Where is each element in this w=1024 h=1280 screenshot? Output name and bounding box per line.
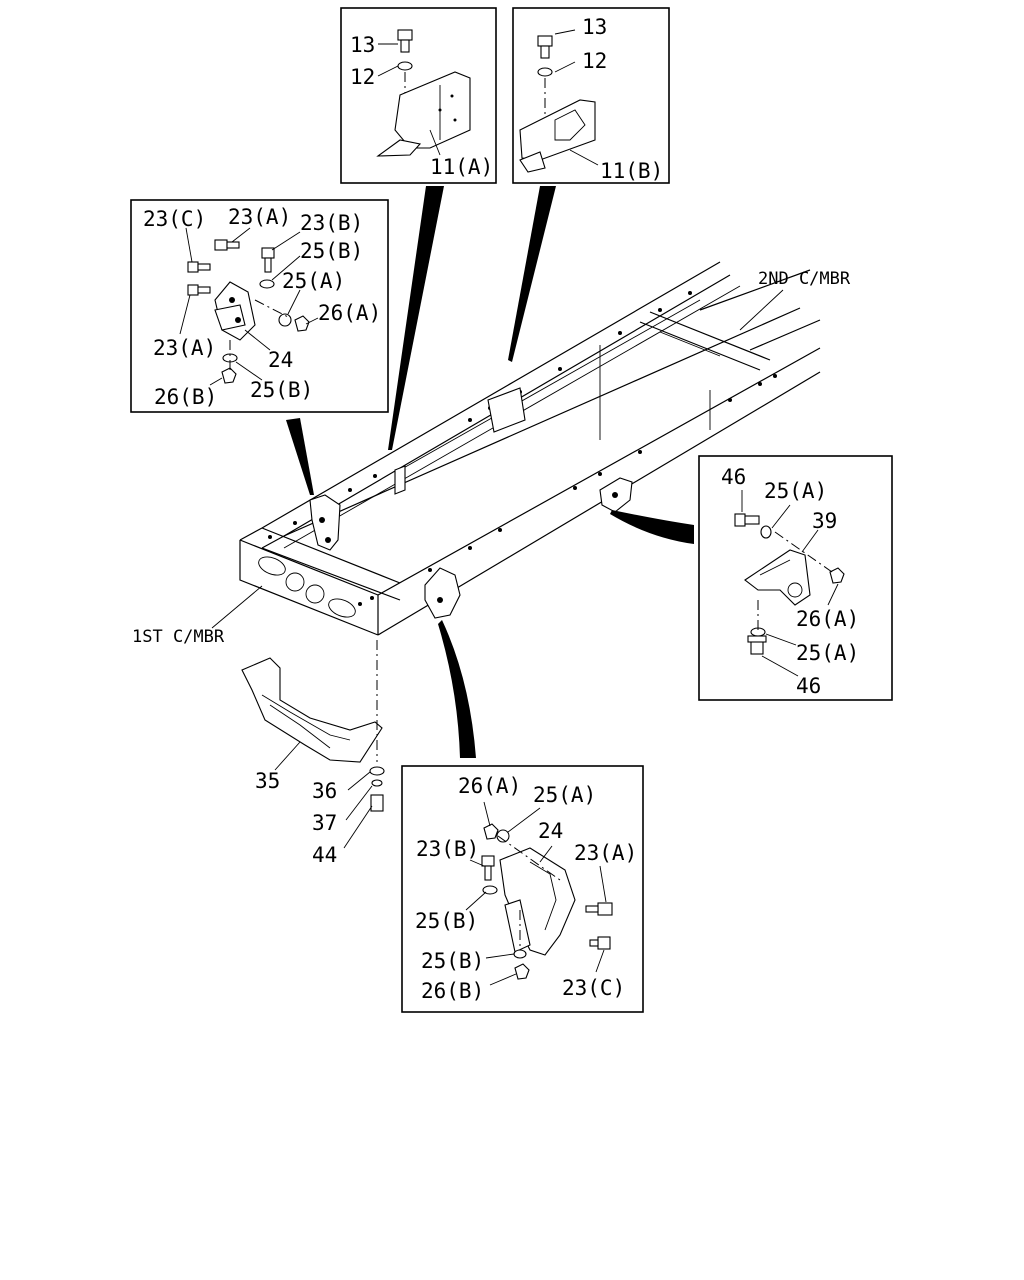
frame-bracket-left — [309, 494, 341, 551]
detail-box-bottom-bracket — [401, 765, 644, 1013]
label-11a-bracket: 11(A) — [430, 155, 493, 179]
label-right-washer-bottom: 25(A) — [796, 641, 859, 665]
label-bottom-bolt-b: 23(B) — [416, 837, 479, 861]
label-left-bracket: 24 — [268, 348, 293, 372]
label-bottom-washer-b-low: 25(B) — [421, 949, 484, 973]
label-left-nut-b: 26(B) — [154, 385, 217, 409]
label-left-bolt-c: 23(C) — [143, 207, 206, 231]
label-left-washer-b-bottom: 25(B) — [250, 378, 313, 402]
first-cross-member-label: 1ST C/MBR — [132, 627, 225, 647]
label-11a-washer: 12 — [350, 65, 375, 89]
label-left-bolt-a-top: 23(A) — [228, 205, 291, 229]
label-left-washer-a: 25(A) — [282, 269, 345, 293]
label-left-bolt-a-left: 23(A) — [153, 336, 216, 360]
label-skid-washer-2: 37 — [312, 811, 337, 835]
label-skid-bolt: 44 — [312, 843, 337, 867]
label-right-nut: 26(A) — [796, 607, 859, 631]
chassis-frame — [239, 261, 821, 636]
second-cross-member-label: 2ND C/MBR — [758, 269, 851, 289]
label-skid-plate: 35 — [255, 769, 280, 793]
skid-plate-assembly — [211, 289, 784, 849]
label-bottom-washer-a: 25(A) — [533, 783, 596, 807]
detail-box-left-bracket — [130, 199, 389, 413]
frame-bracket-center — [424, 567, 461, 619]
detail-box-11b — [512, 7, 670, 184]
label-left-washer-b-top: 25(B) — [300, 239, 363, 263]
label-bottom-bolt-c: 23(C) — [562, 976, 625, 1000]
detail-box-right-bracket — [698, 455, 893, 701]
label-bottom-bolt-a: 23(A) — [574, 841, 637, 865]
label-11a-bolt: 13 — [350, 33, 375, 57]
callout-leaders — [286, 186, 694, 758]
label-right-washer-top: 25(A) — [764, 479, 827, 503]
label-right-bolt-top: 46 — [721, 465, 746, 489]
label-11b-bracket: 11(B) — [600, 159, 663, 183]
frame-bracket-right — [599, 477, 633, 513]
label-bottom-nut-b: 26(B) — [421, 979, 484, 1003]
label-right-bolt-bottom: 46 — [796, 674, 821, 698]
label-right-bracket: 39 — [812, 509, 837, 533]
rail-holes — [268, 291, 777, 606]
label-11b-washer: 12 — [582, 49, 607, 73]
label-left-bolt-b: 23(B) — [300, 211, 363, 235]
label-bottom-nut-a: 26(A) — [458, 774, 521, 798]
detail-box-11a — [340, 7, 497, 184]
label-bottom-washer-b-left: 25(B) — [415, 909, 478, 933]
label-left-nut-a: 26(A) — [318, 301, 381, 325]
label-bottom-bracket: 24 — [538, 819, 563, 843]
label-skid-washer-1: 36 — [312, 779, 337, 803]
label-11b-bolt: 13 — [582, 15, 607, 39]
